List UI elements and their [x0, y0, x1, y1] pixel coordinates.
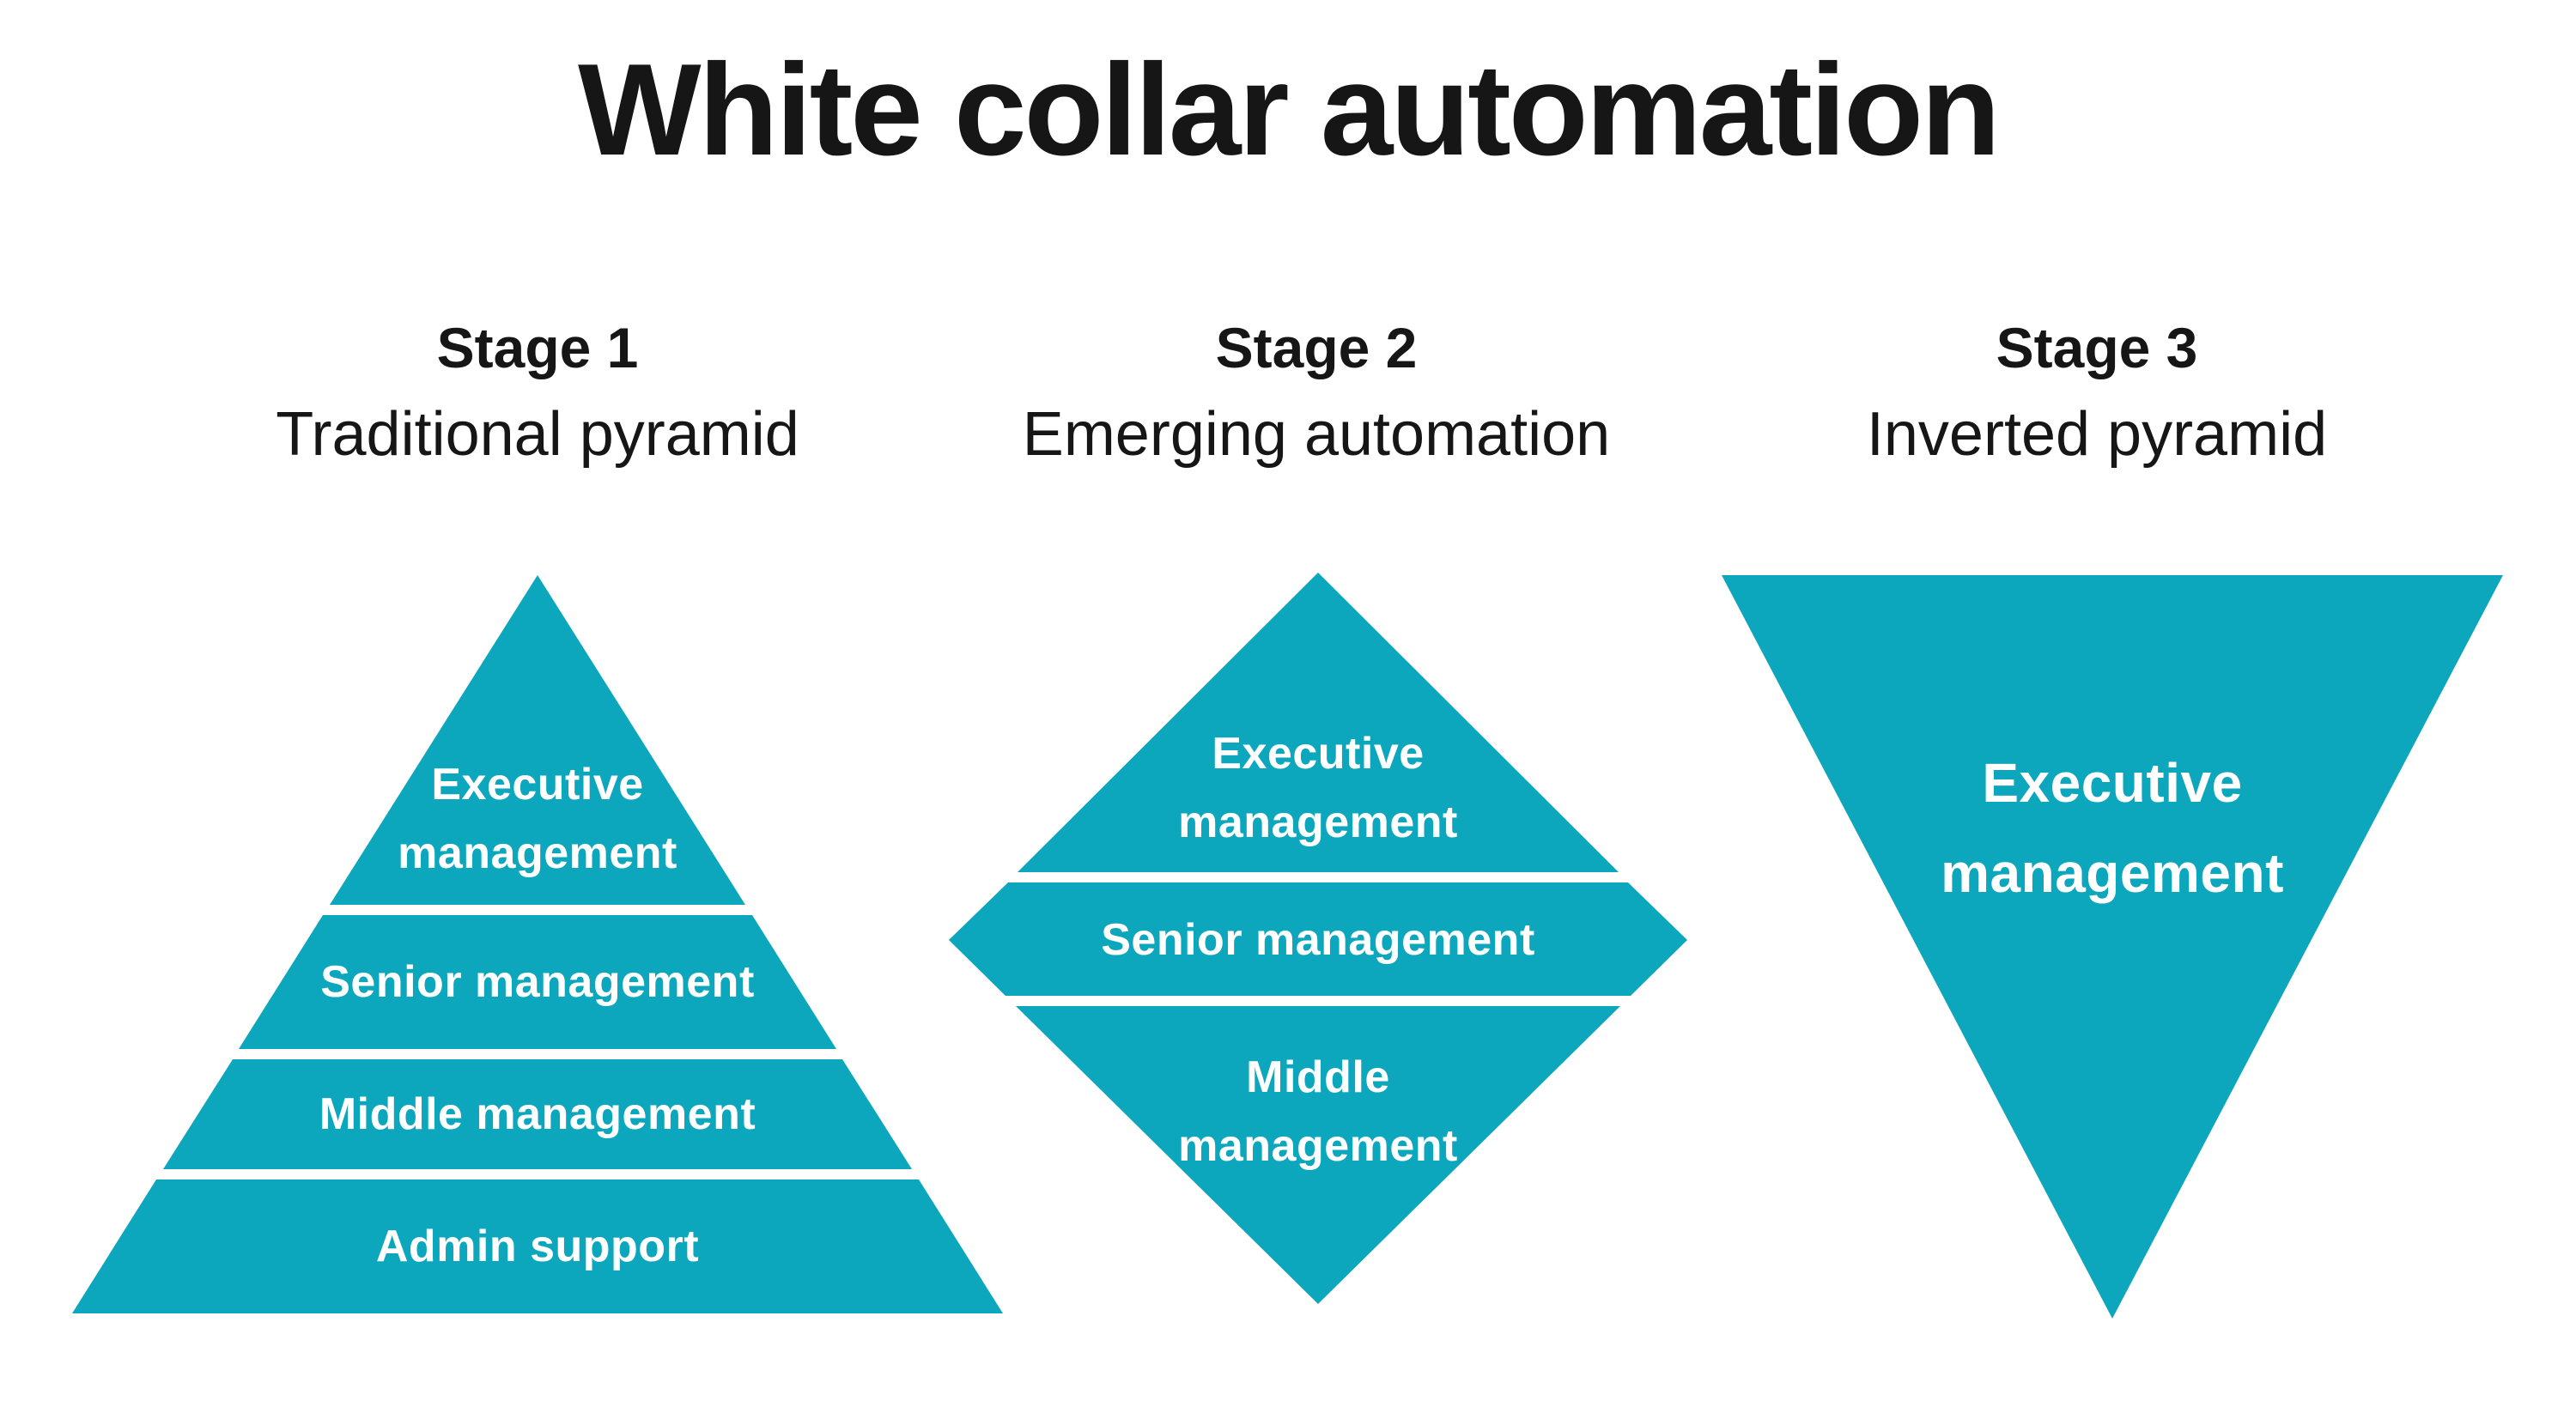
- inverted-pyramid-label-executive: Executive management: [1941, 752, 2284, 904]
- stage1-pyramid-shape: Executive management Senior management M…: [72, 575, 1003, 1313]
- pyramid-slice-middle: [163, 1059, 912, 1169]
- stage3-subtitle: Inverted pyramid: [1866, 400, 2328, 469]
- stage3-label: Stage 3: [1996, 316, 2198, 379]
- diamond-label-middle: Middle management: [1178, 1052, 1458, 1171]
- stage2-label: Stage 2: [1215, 316, 1418, 379]
- diamond-slice-senior: [949, 882, 1687, 996]
- stage2-header: Stage 2 Emerging automation: [990, 316, 1643, 469]
- stage2-subtitle: Emerging automation: [1022, 400, 1611, 469]
- pyramid-label-admin: Admin support: [375, 1222, 700, 1271]
- stage3-header: Stage 3 Inverted pyramid: [1771, 316, 2423, 469]
- diamond-label-executive: Executive management: [1178, 729, 1458, 847]
- stage3-inverted-pyramid-shape: Executive management: [1722, 575, 2503, 1319]
- pyramid-label-middle: Middle management: [319, 1089, 756, 1139]
- stage1-label: Stage 1: [436, 316, 639, 379]
- page-title: White collar automation: [578, 37, 2001, 183]
- pyramid-slice-admin: [72, 1179, 1003, 1313]
- pyramid-slice-senior: [239, 915, 836, 1049]
- pyramid-label-senior: Senior management: [320, 957, 755, 1007]
- pyramid-label-executive: Executive management: [398, 760, 677, 878]
- stage1-header: Stage 1 Traditional pyramid: [211, 316, 864, 469]
- diamond-label-senior: Senior management: [1101, 915, 1535, 965]
- stage1-subtitle: Traditional pyramid: [276, 400, 799, 469]
- inverted-pyramid-slice-executive: [1722, 575, 2503, 1319]
- stage2-diamond-shape: Executive management Senior management M…: [949, 573, 1687, 1304]
